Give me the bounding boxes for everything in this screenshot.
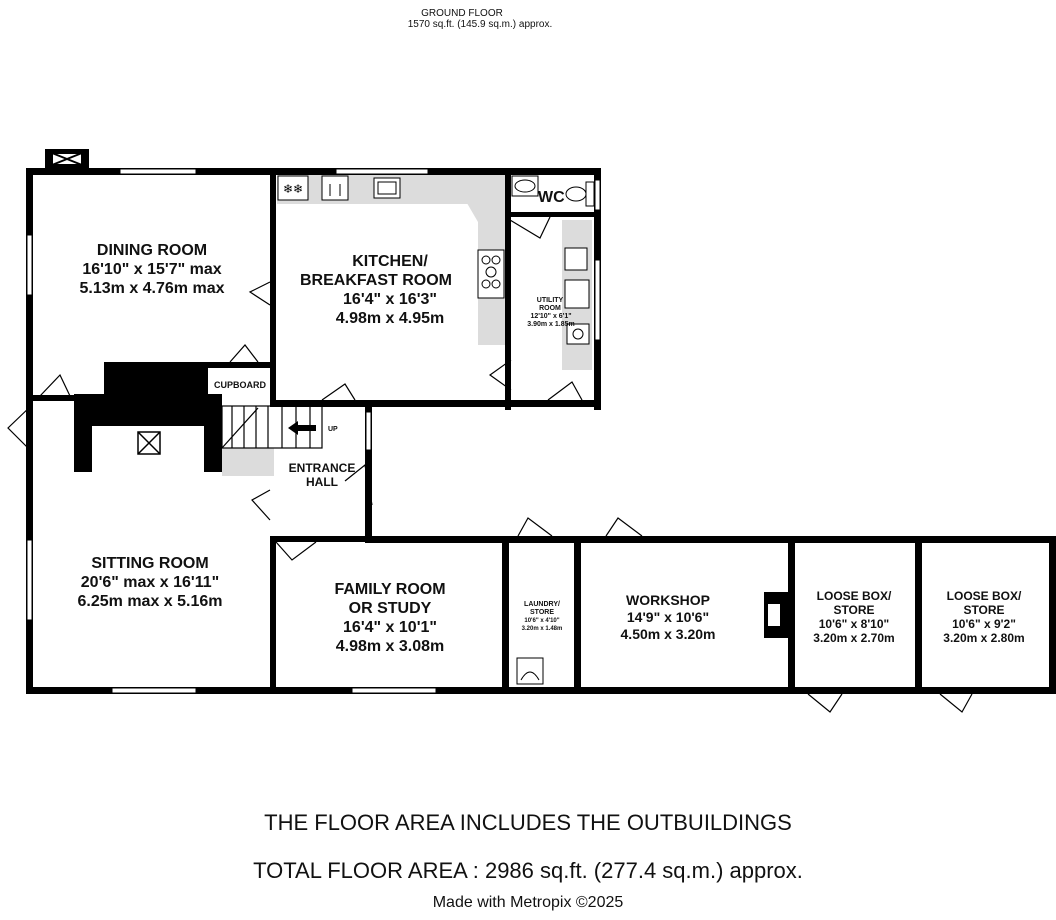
door-swing-icon bbox=[7, 216, 973, 713]
room-size-metric: 4.50m x 3.20m bbox=[621, 626, 716, 642]
floor-title: GROUND FLOOR bbox=[421, 8, 503, 19]
room-name: HALL bbox=[306, 475, 338, 489]
sink-icon bbox=[373, 177, 401, 199]
room-utility: UTILITY ROOM 12'10" x 6'1" 3.90m x 1.85m bbox=[527, 297, 574, 328]
room-size-imperial: 10'6" x 9'2" bbox=[952, 617, 1016, 631]
fridge-freezer-icon: ❄❄ bbox=[277, 175, 309, 201]
room-name: STORE bbox=[963, 603, 1004, 617]
room-name: STORE bbox=[530, 609, 554, 616]
room-name: LOOSE BOX/ bbox=[947, 589, 1022, 603]
room-size-metric: 4.98m x 4.95m bbox=[336, 310, 445, 327]
room-name: CUPBOARD bbox=[214, 380, 267, 390]
basin-icon bbox=[511, 175, 539, 197]
room-name: ENTRANCE bbox=[289, 461, 356, 475]
washing-machine-icon bbox=[516, 247, 590, 685]
room-size-imperial: 16'4" x 10'1" bbox=[343, 619, 437, 636]
room-size-imperial: 10'6" x 4'10" bbox=[524, 618, 559, 624]
room-entrance-hall: ENTRANCE HALL bbox=[289, 461, 356, 489]
room-cupboard: CUPBOARD bbox=[214, 380, 267, 390]
room-size-imperial: 16'4" x 16'3" bbox=[343, 291, 437, 308]
room-sitting: SITTING ROOM 20'6" max x 16'11" 6.25m ma… bbox=[78, 555, 223, 610]
room-name: DINING ROOM bbox=[97, 242, 207, 259]
svg-text:❄❄: ❄❄ bbox=[283, 182, 303, 196]
room-wc: WC bbox=[538, 189, 565, 206]
toilet-icon bbox=[565, 181, 595, 207]
room-size-metric: 5.13m x 4.76m max bbox=[80, 280, 225, 297]
floor-plan: GROUND FLOOR 1570 sq.ft. (145.9 sq.m.) a… bbox=[7, 8, 1056, 713]
room-name: STORE bbox=[833, 603, 874, 617]
floor-area-note: THE FLOOR AREA INCLUDES THE OUTBUILDINGS bbox=[264, 810, 792, 835]
skylight-icon bbox=[45, 149, 89, 169]
room-size-metric: 4.98m x 3.08m bbox=[336, 638, 445, 655]
room-workshop: WORKSHOP 14'9" x 10'6" 4.50m x 3.20m bbox=[621, 592, 716, 642]
room-size-metric: 6.25m max x 5.16m bbox=[78, 593, 223, 610]
room-size-metric: 3.20m x 2.70m bbox=[813, 631, 894, 645]
room-name: LAUNDRY/ bbox=[524, 601, 560, 608]
room-dining: DINING ROOM 16'10" x 15'7" max 5.13m x 4… bbox=[80, 242, 225, 297]
room-size-metric: 3.20m x 2.80m bbox=[943, 631, 1024, 645]
credit-line: Made with Metropix ©2025 bbox=[432, 894, 624, 911]
total-floor-area: TOTAL FLOOR AREA : 2986 sq.ft. (277.4 sq… bbox=[253, 858, 803, 883]
window-icon bbox=[26, 168, 601, 694]
room-size-imperial: 12'10" x 6'1" bbox=[530, 313, 571, 320]
room-name: UTILITY bbox=[537, 297, 564, 304]
wine-cooler-icon bbox=[321, 175, 349, 201]
room-name: LOOSE BOX/ bbox=[817, 589, 892, 603]
room-size-imperial: 10'6" x 8'10" bbox=[819, 617, 889, 631]
room-size-imperial: 14'9" x 10'6" bbox=[627, 609, 709, 625]
room-size-imperial: 20'6" max x 16'11" bbox=[81, 574, 219, 591]
room-size-metric: 3.20m x 1.48m bbox=[522, 626, 563, 632]
room-family: FAMILY ROOM OR STUDY 16'4" x 10'1" 4.98m… bbox=[334, 581, 445, 655]
stairs-label: UP bbox=[328, 426, 338, 433]
room-laundry: LAUNDRY/ STORE 10'6" x 4'10" 3.20m x 1.4… bbox=[522, 601, 563, 632]
room-size-imperial: 16'10" x 15'7" max bbox=[82, 261, 221, 278]
walls bbox=[26, 168, 1056, 694]
room-name: ROOM bbox=[539, 305, 561, 312]
room-name: SITTING ROOM bbox=[91, 555, 208, 572]
room-name: OR STUDY bbox=[349, 600, 432, 617]
stove-icon bbox=[764, 592, 788, 638]
floor-area: 1570 sq.ft. (145.9 sq.m.) approx. bbox=[408, 19, 553, 30]
room-name: WC bbox=[538, 189, 565, 206]
room-size-metric: 3.90m x 1.85m bbox=[527, 321, 574, 328]
hob-icon bbox=[477, 249, 505, 299]
room-name: BREAKFAST ROOM bbox=[300, 272, 452, 289]
room-name: FAMILY ROOM bbox=[334, 581, 445, 598]
room-name: WORKSHOP bbox=[626, 592, 710, 608]
room-kitchen: KITCHEN/ BREAKFAST ROOM 16'4" x 16'3" 4.… bbox=[300, 253, 452, 327]
room-name: KITCHEN/ bbox=[352, 253, 428, 270]
fireplace-icon bbox=[137, 431, 161, 455]
arrow-up-icon bbox=[288, 421, 316, 435]
room-loose-box-1: LOOSE BOX/ STORE 10'6" x 8'10" 3.20m x 2… bbox=[813, 589, 894, 645]
room-loose-box-2: LOOSE BOX/ STORE 10'6" x 9'2" 3.20m x 2.… bbox=[943, 589, 1024, 645]
